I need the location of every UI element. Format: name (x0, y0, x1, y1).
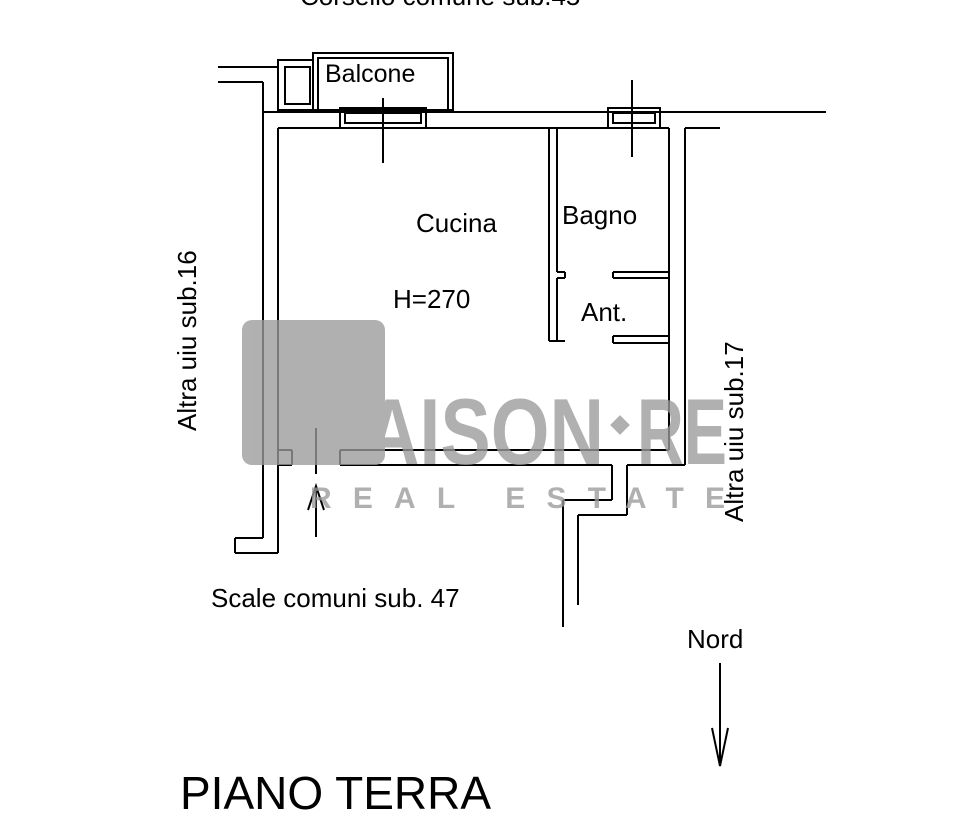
stairs-outline (562, 465, 628, 627)
balcony-label: Balcone (325, 60, 415, 88)
north-arrow-icon (711, 663, 729, 767)
watermark-diamond-icon (610, 415, 630, 435)
anteroom-label: Ant. (581, 297, 627, 327)
top-corridor-label: Corsello comune sub.45 (300, 0, 580, 11)
kitchen-label: Cucina (416, 208, 497, 238)
watermark: MAISON RE REAL ESTATE (242, 320, 727, 515)
left-wall (218, 66, 279, 554)
height-label: H=270 (393, 284, 470, 314)
bathroom-label: Bagno (562, 200, 637, 230)
floor-title: PIANO TERRA (180, 767, 491, 819)
left-neighbor-label: Altra uiu sub.16 (172, 250, 202, 431)
bathroom-partition (548, 128, 670, 450)
top-wall (263, 111, 826, 129)
watermark-brand: MAISON (302, 379, 604, 484)
right-neighbor-label: Altra uiu sub.17 (719, 341, 749, 522)
bathroom-window (607, 80, 661, 157)
watermark-tagline: REAL ESTATE (310, 482, 725, 515)
north-label: Nord (687, 624, 743, 654)
watermark-logo-block (242, 320, 385, 465)
kitchen-window (339, 98, 427, 163)
watermark-brand-suffix: RE (637, 379, 727, 484)
stairs-label: Scale comuni sub. 47 (211, 583, 460, 613)
